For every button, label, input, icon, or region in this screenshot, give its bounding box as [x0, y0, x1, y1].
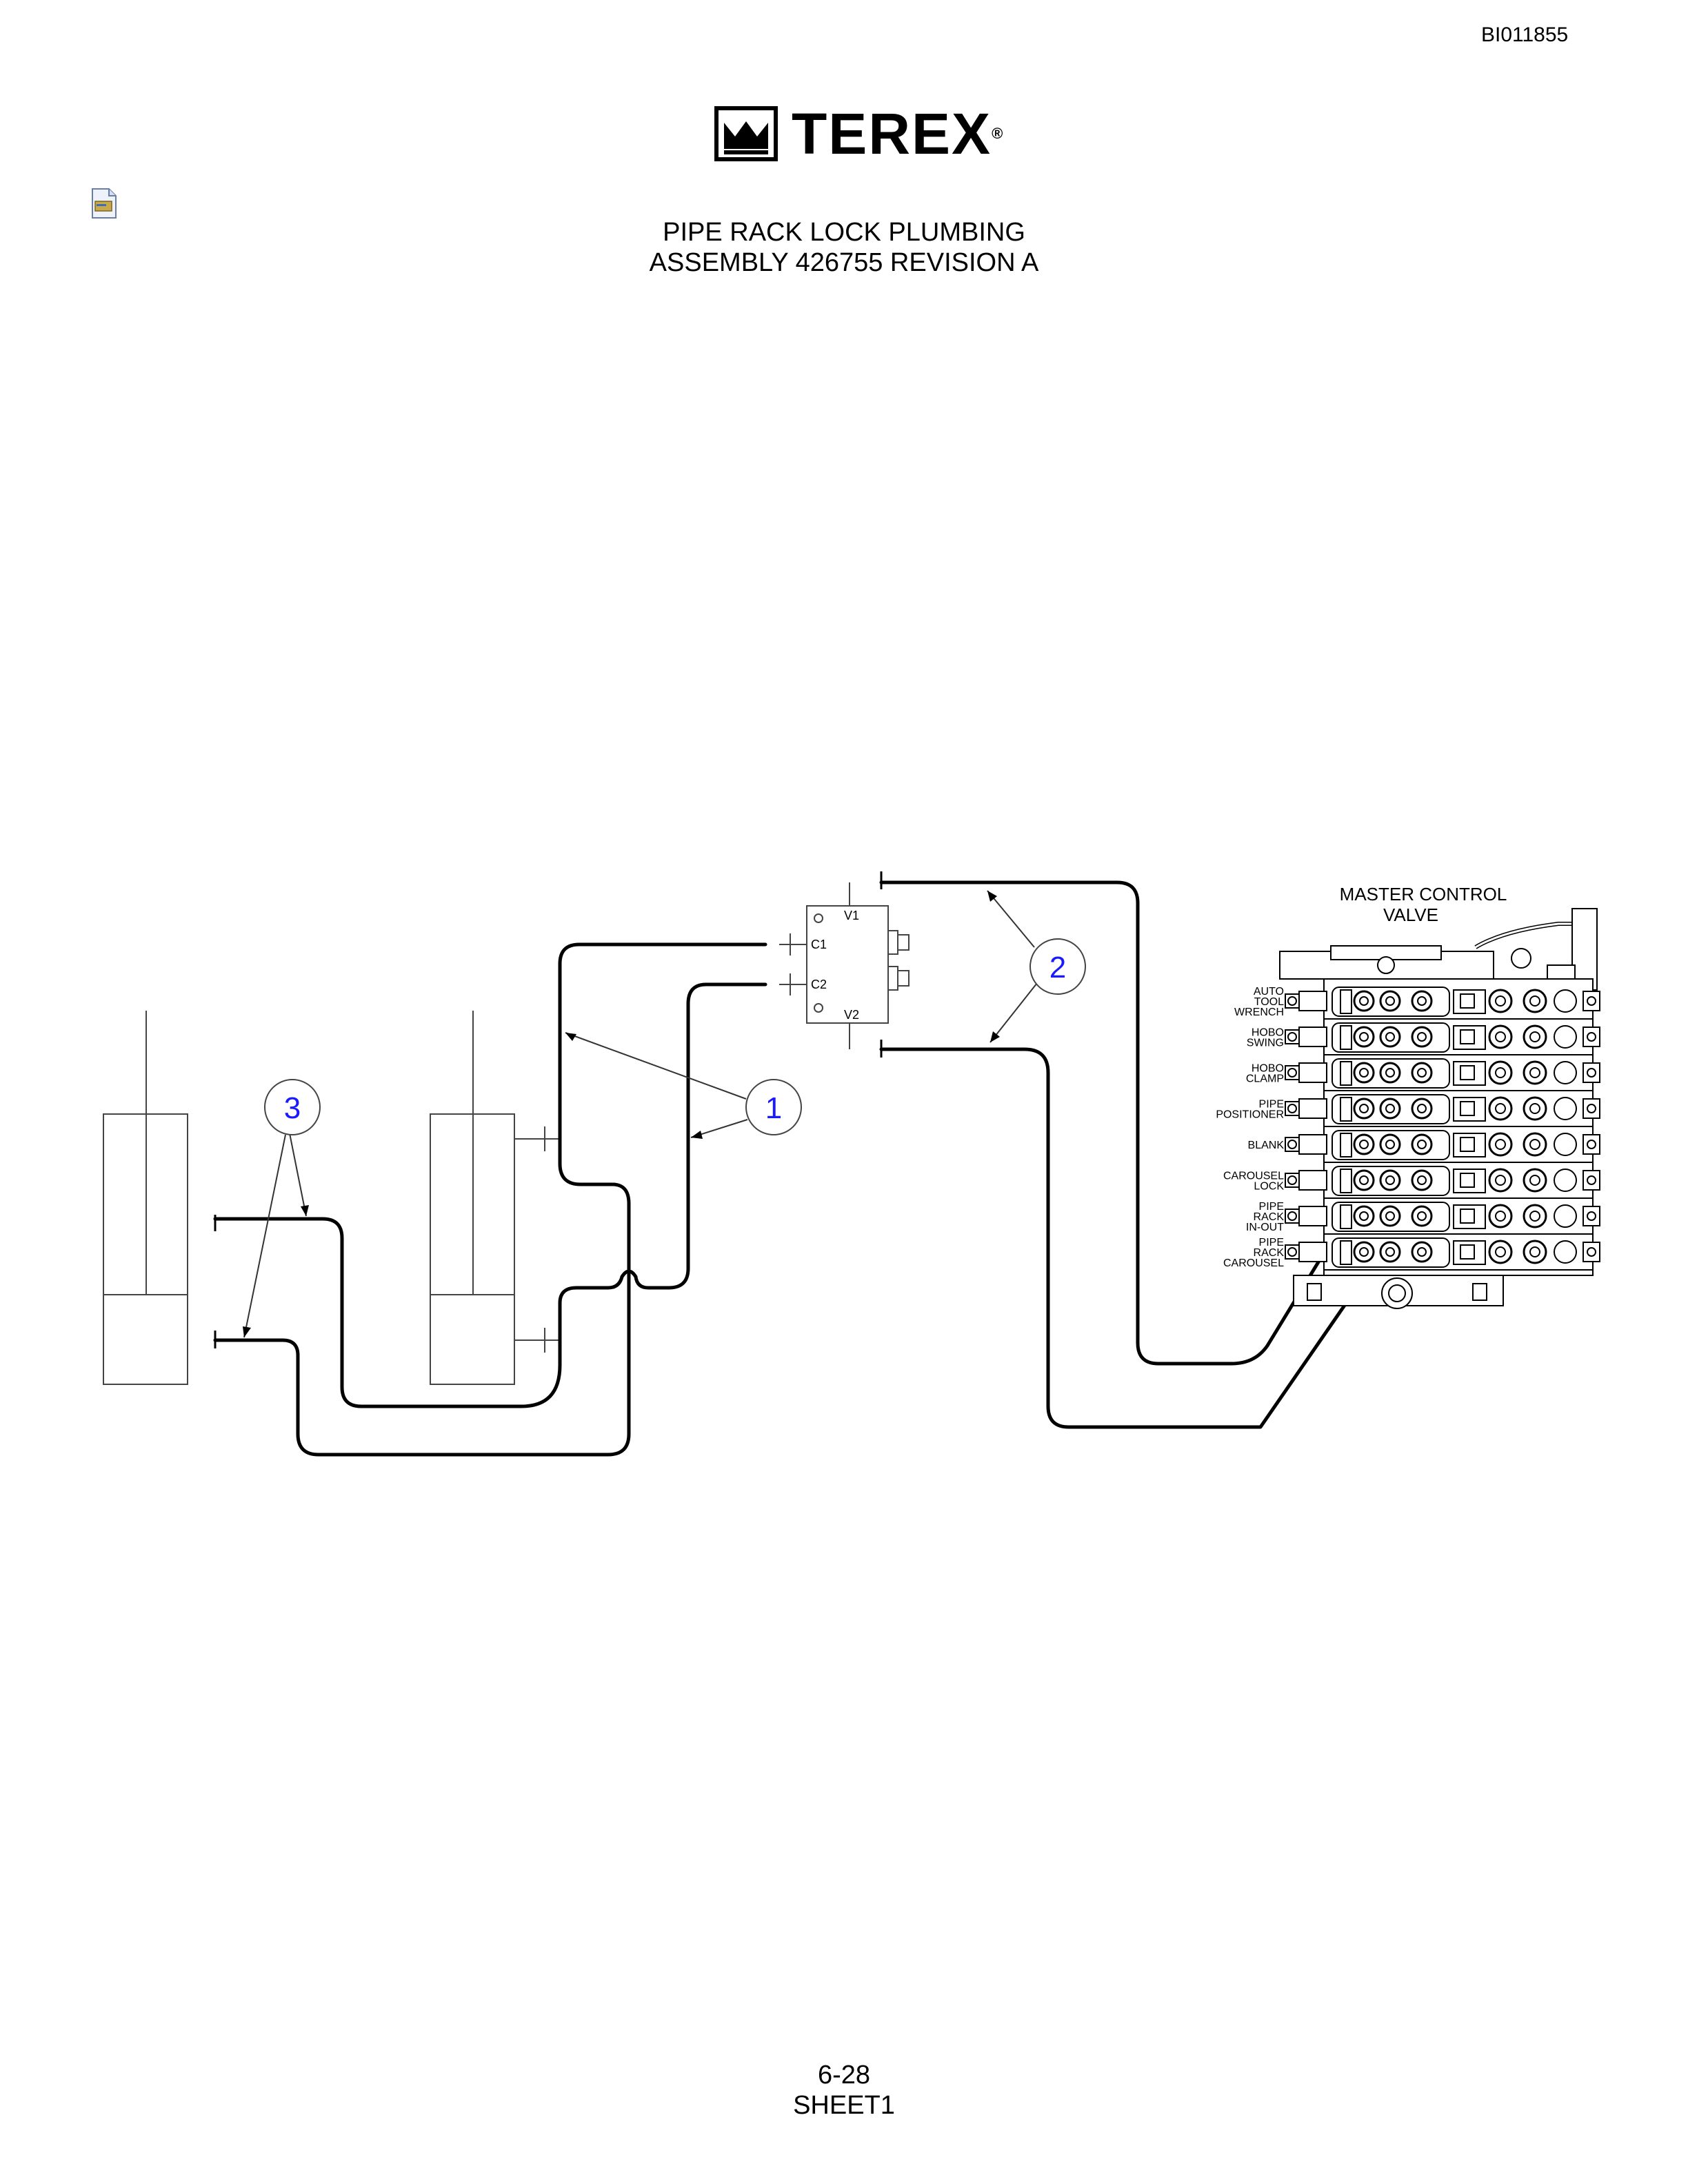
svg-text:3: 3 [284, 1091, 301, 1125]
hose-c1 [213, 942, 767, 1457]
valve-section: BLANK [1248, 1130, 1600, 1163]
valve-section-label: RACK [1254, 1211, 1285, 1223]
valve-section-label: AUTO [1254, 986, 1284, 998]
drawing-title: PIPE RACK LOCK PLUMBING [663, 218, 1025, 247]
port-label-v1: V1 [844, 909, 859, 922]
document-id: BI011855 [1481, 23, 1569, 46]
logo-wordmark: TEREX® [792, 101, 1005, 166]
document-icon[interactable] [90, 188, 119, 219]
sheet-label: SHEET1 [793, 2091, 895, 2120]
valve-section-label: POSITIONER [1216, 1109, 1284, 1121]
master-valve-title-2: VALVE [1383, 904, 1438, 925]
valve-section-label: CAROUSEL [1223, 1257, 1284, 1269]
master-valve-title-1: MASTER CONTROL [1340, 884, 1507, 904]
valve-section-label: PIPE [1259, 1237, 1284, 1248]
valve-section-label: TOOL [1254, 996, 1284, 1008]
valve-section-label: CLAMP [1246, 1073, 1284, 1085]
lock-valve-block [779, 871, 910, 1058]
valve-section-label: PIPE [1259, 1201, 1284, 1213]
port-label-c2: C2 [811, 978, 827, 991]
valve-section-label: CAROUSEL [1223, 1171, 1284, 1182]
port-label-c1: C1 [811, 938, 827, 951]
callout-1: 1 [565, 1032, 802, 1139]
hose-v2 [879, 1047, 1420, 1429]
valve-section-label: HOBO [1252, 1063, 1284, 1075]
terex-logo: TEREX® [714, 102, 1032, 165]
valve-sections: AUTOTOOLWRENCHHOBOSWINGHOBOCLAMPPIPEPOSI… [1216, 986, 1600, 1271]
svg-text:1: 1 [765, 1091, 782, 1125]
valve-section-label: PIPE [1259, 1099, 1284, 1111]
valve-section-label: RACK [1254, 1247, 1285, 1259]
callout-3: 3 [243, 1079, 321, 1338]
svg-text:2: 2 [1049, 951, 1066, 984]
hydraulic-cylinder-left [103, 1011, 217, 1385]
hydraulic-cylinder-right [430, 1011, 561, 1385]
valve-section-label: IN-OUT [1246, 1222, 1284, 1233]
page-number: 6-28 [817, 2061, 871, 2090]
hose-v1 [879, 880, 1358, 1366]
valve-section-label: LOCK [1254, 1181, 1284, 1193]
drawing-subtitle: ASSEMBLY 426755 REVISION A [649, 248, 1039, 277]
hose-c2 [213, 982, 767, 1408]
crown-icon [714, 106, 778, 161]
valve-section-label: HOBO [1252, 1027, 1284, 1039]
master-control-valve: MASTER CONTROL VALVE AUTOTOOLWRENCHHOBOS… [1216, 884, 1600, 1309]
valve-section-label: WRENCH [1234, 1007, 1284, 1018]
valve-section-label: SWING [1247, 1038, 1284, 1049]
valve-section-label: BLANK [1248, 1140, 1285, 1151]
callout-2: 2 [987, 890, 1086, 1043]
port-label-v2: V2 [844, 1008, 859, 1022]
